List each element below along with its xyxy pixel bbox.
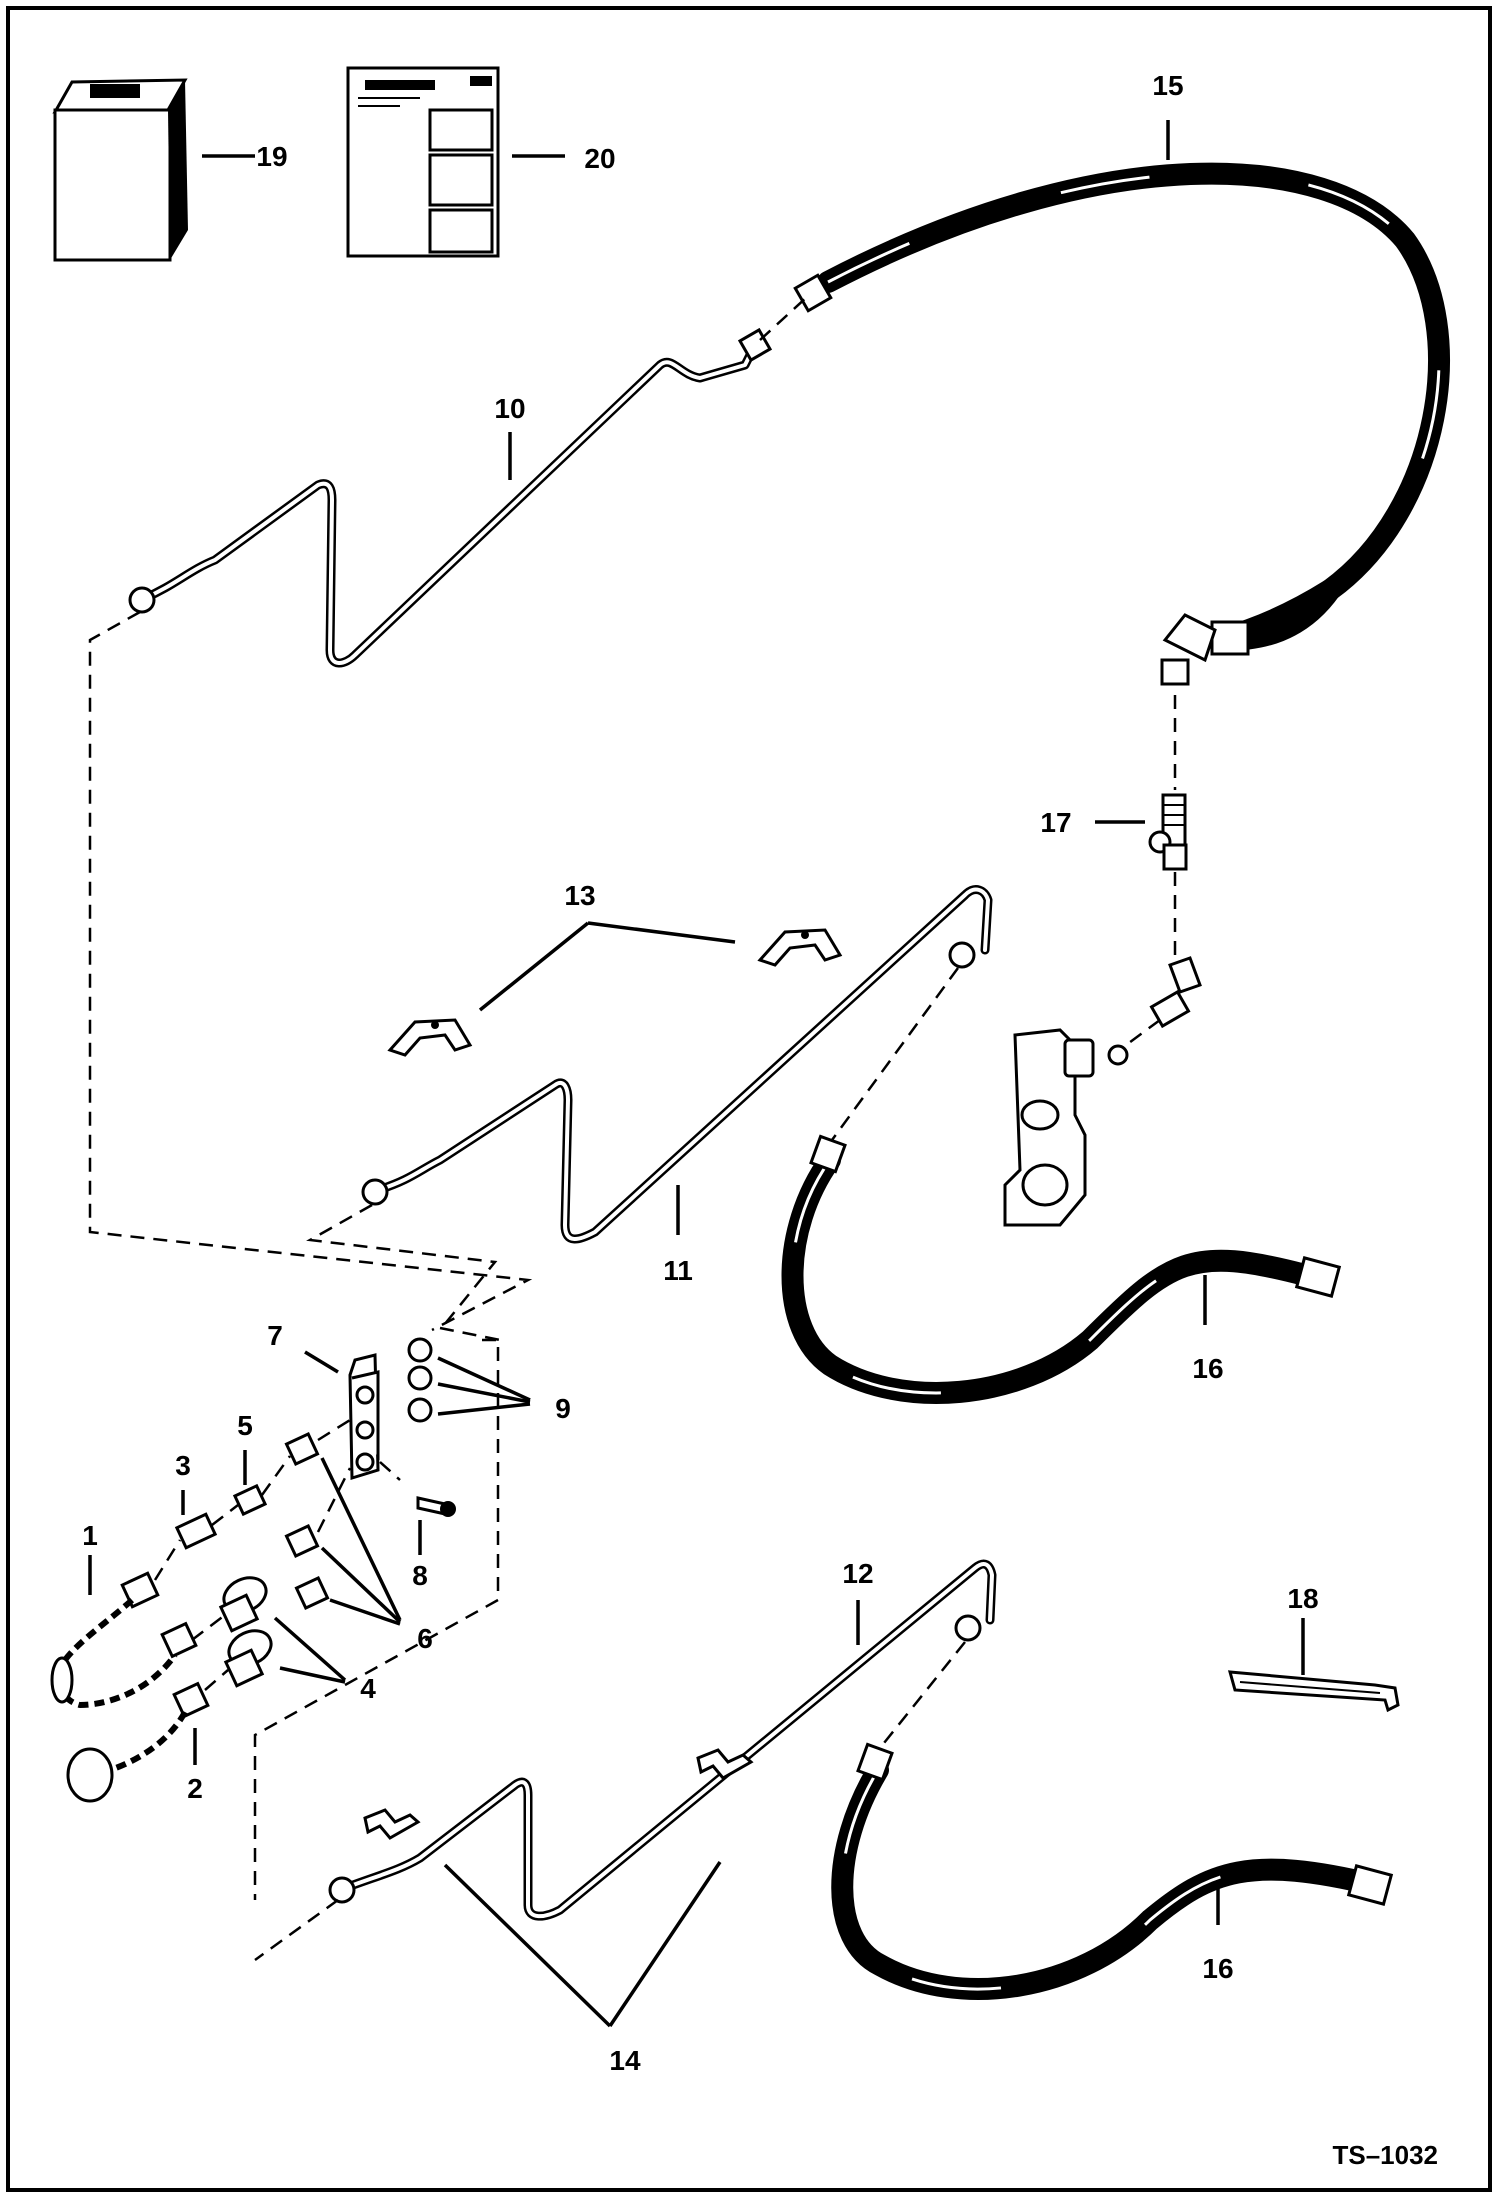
valve-block — [1003, 956, 1202, 1227]
part-7-bracket — [348, 1353, 380, 1481]
callout-3: 3 — [175, 1450, 191, 1481]
callout-8: 8 — [412, 1560, 428, 1591]
part-3-fitting — [174, 1512, 218, 1550]
part-17-tee-fitting — [1148, 793, 1188, 871]
part-13-clamps — [387, 928, 843, 1057]
part-5-fitting — [232, 1483, 268, 1517]
callout-19: 19 — [256, 141, 287, 172]
callout-6: 6 — [417, 1623, 433, 1654]
callout-4: 4 — [360, 1673, 376, 1704]
callout-12: 12 — [842, 1558, 873, 1589]
part-6-adapters — [284, 1431, 330, 1611]
part-9-nuts — [407, 1337, 433, 1423]
callout-7: 7 — [267, 1320, 283, 1351]
part-15-hose — [793, 162, 1450, 686]
part-2-dust-cap — [66, 1681, 210, 1803]
part-12-tube — [328, 1559, 997, 1921]
callout-10: 10 — [494, 393, 525, 424]
callout-5: 5 — [237, 1410, 253, 1441]
figure-reference: TS–1032 — [1332, 2140, 1438, 2170]
callout-13: 13 — [564, 880, 595, 911]
part-18-tool — [1227, 1670, 1400, 1713]
callout-20: 20 — [584, 143, 615, 174]
part-4-couplers — [218, 1576, 273, 1688]
callout-15: 15 — [1152, 70, 1183, 101]
part-10-tube — [128, 327, 773, 668]
part-16-hose-lower — [831, 1742, 1394, 2000]
part-14-clips — [363, 1748, 754, 1840]
callout-18: 18 — [1287, 1583, 1318, 1614]
part-19-manual — [52, 78, 188, 262]
callout-14: 14 — [609, 2045, 641, 2076]
callout-17: 17 — [1040, 807, 1071, 838]
part-1-dust-cap — [50, 1571, 198, 1709]
part-20-instruction-sheet — [346, 66, 500, 258]
callout-9: 9 — [555, 1393, 571, 1424]
callout-11: 11 — [663, 1255, 693, 1286]
callout-16-upper: 16 — [1192, 1353, 1223, 1384]
part-8-screw — [416, 1496, 456, 1517]
callout-2: 2 — [187, 1773, 203, 1804]
part-11-tube — [361, 885, 993, 1244]
callout-16-lower: 16 — [1202, 1953, 1233, 1984]
part-16-hose-upper — [781, 1134, 1342, 1404]
callout-1: 1 — [82, 1520, 98, 1551]
diagram-frame — [6, 6, 1492, 2192]
